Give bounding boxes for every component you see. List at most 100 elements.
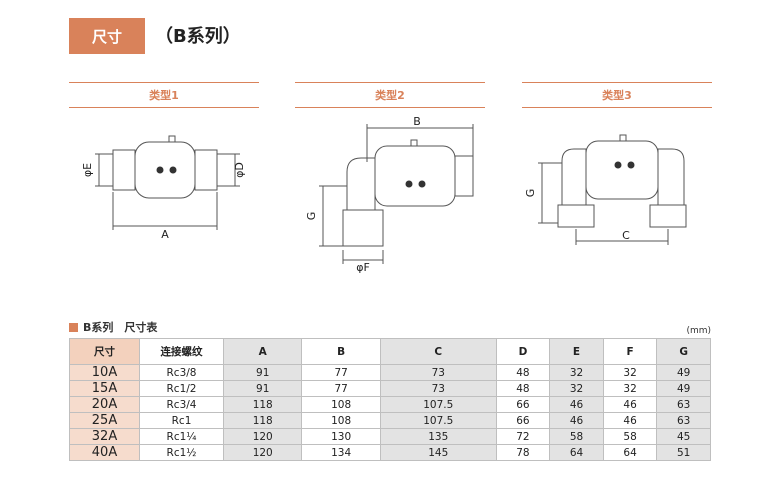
cell-G: 63 — [656, 396, 711, 413]
cell-F: 64 — [602, 444, 658, 461]
cell-G: 49 — [656, 380, 711, 397]
cell-F: 32 — [602, 364, 658, 381]
cell-A: 118 — [222, 412, 303, 429]
cell-size: 32A — [69, 428, 140, 445]
cell-G: 63 — [656, 412, 711, 429]
cell-B: 77 — [301, 364, 381, 381]
cell-B: 134 — [301, 444, 381, 461]
type3-label: 类型3 — [602, 89, 632, 102]
divider — [522, 82, 712, 83]
page-title: （B系列） — [155, 26, 241, 47]
cell-A: 120 — [222, 428, 303, 445]
table-row: 10A Rc3/8 91 77 73 48 32 32 49 — [69, 364, 711, 381]
cell-A: 91 — [222, 364, 303, 381]
cell-G: 45 — [656, 428, 711, 445]
dimension-table: 尺寸 连接螺纹 A B C D E F G 10A Rc3/8 91 77 73… — [69, 338, 711, 461]
table-row: 40A Rc1½ 120 134 145 78 64 64 51 — [69, 444, 711, 461]
dim-B: B — [413, 115, 421, 128]
cell-size: 20A — [69, 396, 140, 413]
cell-E: 46 — [549, 396, 604, 413]
type2-label: 类型2 — [375, 89, 405, 102]
divider — [295, 82, 485, 83]
type1-drawing: φE φD A — [81, 135, 246, 241]
divider — [69, 107, 259, 108]
table-row: 25A Rc1 118 108 107.5 66 46 46 63 — [69, 412, 711, 429]
cell-C: 135 — [379, 428, 497, 445]
cell-C: 73 — [379, 364, 497, 381]
cell-thread: Rc3/8 — [139, 364, 224, 381]
dim-A: A — [161, 228, 169, 241]
type2-drawing: B G φF — [305, 115, 474, 274]
cell-B: 108 — [301, 412, 381, 429]
cell-thread: Rc1/2 — [139, 380, 224, 397]
dim-C: C — [622, 229, 630, 242]
table-caption: B系列 尺寸表 — [69, 319, 157, 335]
cell-G: 51 — [656, 444, 711, 461]
cell-thread: Rc1½ — [139, 444, 224, 461]
col-size: 尺寸 — [69, 338, 140, 365]
cell-size: 40A — [69, 444, 140, 461]
table-row: 20A Rc3/4 118 108 107.5 66 46 46 63 — [69, 396, 711, 413]
cell-F: 32 — [602, 380, 658, 397]
cell-A: 120 — [222, 444, 303, 461]
type3-drawing: G C — [524, 134, 687, 245]
cell-D: 66 — [495, 412, 551, 429]
cell-C: 107.5 — [379, 412, 497, 429]
col-thread: 连接螺纹 — [139, 338, 224, 365]
table-row: 32A Rc1¼ 120 130 135 72 58 58 45 — [69, 428, 711, 445]
table-row: 15A Rc1/2 91 77 73 48 32 32 49 — [69, 380, 711, 397]
cell-F: 46 — [602, 412, 658, 429]
col-F: F — [602, 338, 658, 365]
cell-A: 91 — [222, 380, 303, 397]
dim-phiF: φF — [356, 261, 370, 274]
table-caption-text: B系列 尺寸表 — [83, 321, 158, 334]
cell-D: 78 — [495, 444, 551, 461]
col-B: B — [301, 338, 381, 365]
cell-B: 108 — [301, 396, 381, 413]
type3-header: 类型3 — [522, 82, 712, 108]
cell-E: 64 — [549, 444, 604, 461]
cell-D: 66 — [495, 396, 551, 413]
cell-B: 130 — [301, 428, 381, 445]
dim-phiD: φD — [233, 162, 246, 178]
unit-label: (mm) — [686, 326, 711, 336]
cell-C: 73 — [379, 380, 497, 397]
cell-F: 58 — [602, 428, 658, 445]
cell-D: 48 — [495, 380, 551, 397]
divider — [69, 82, 259, 83]
cell-thread: Rc3/4 — [139, 396, 224, 413]
caption-square-icon — [69, 322, 78, 332]
section-badge-label: 尺寸 — [91, 27, 122, 46]
col-E: E — [549, 338, 604, 365]
dim-phiE: φE — [81, 163, 94, 177]
cell-size: 15A — [69, 380, 140, 397]
cell-size: 10A — [69, 364, 140, 381]
cell-D: 48 — [495, 364, 551, 381]
dim-G: G — [524, 189, 537, 198]
cell-C: 107.5 — [379, 396, 497, 413]
cell-F: 46 — [602, 396, 658, 413]
type1-header: 类型1 — [69, 82, 259, 108]
section-badge: 尺寸 — [69, 18, 145, 54]
cell-thread: Rc1¼ — [139, 428, 224, 445]
type2-header: 类型2 — [295, 82, 485, 108]
cell-E: 46 — [549, 412, 604, 429]
type1-label: 类型1 — [149, 89, 179, 102]
cell-E: 58 — [549, 428, 604, 445]
cell-C: 145 — [379, 444, 497, 461]
cell-G: 49 — [656, 364, 711, 381]
cell-size: 25A — [69, 412, 140, 429]
col-D: D — [495, 338, 551, 365]
col-G: G — [656, 338, 711, 365]
divider — [295, 107, 485, 108]
cell-E: 32 — [549, 380, 604, 397]
cell-B: 77 — [301, 380, 381, 397]
dim-G: G — [305, 212, 318, 221]
cell-thread: Rc1 — [139, 412, 224, 429]
cell-E: 32 — [549, 364, 604, 381]
cell-D: 72 — [495, 428, 551, 445]
divider — [522, 107, 712, 108]
cell-A: 118 — [222, 396, 303, 413]
col-C: C — [379, 338, 497, 365]
col-A: A — [222, 338, 303, 365]
